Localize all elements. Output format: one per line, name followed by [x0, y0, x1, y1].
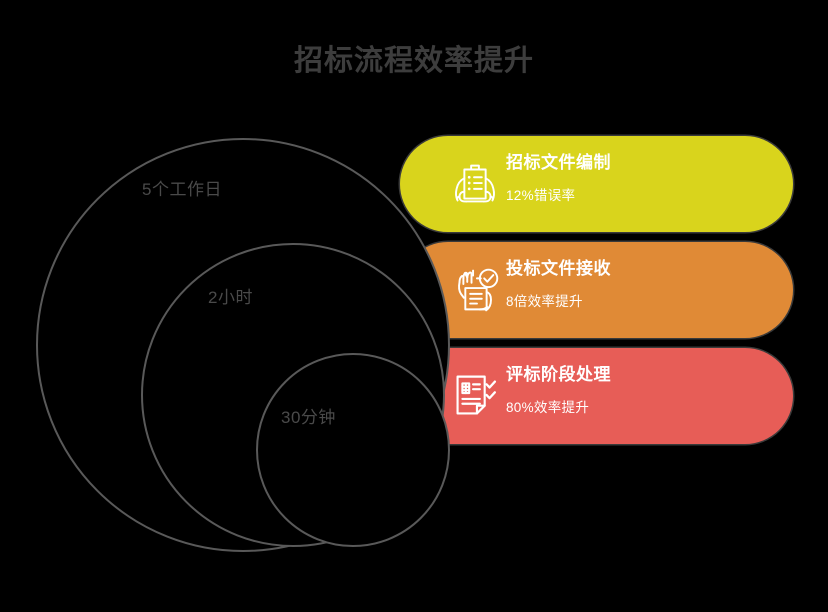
- checklist-document-icon: [444, 365, 506, 427]
- circle-outline-3[interactable]: [256, 353, 450, 547]
- bars-group: [398, 134, 795, 446]
- circle-label-1: 5个工作日: [142, 180, 222, 199]
- circle-label-3: 30分钟: [281, 408, 336, 427]
- hands-holding-document-icon: [444, 153, 506, 215]
- bar-heading-3: 评标阶段处理: [506, 365, 611, 384]
- bar-shape-3[interactable]: [400, 348, 793, 444]
- bar-subtext-2: 8倍效率提升: [506, 294, 583, 309]
- bar-heading-2: 投标文件接收: [506, 259, 611, 278]
- bar-subtext-1: 12%错误率: [506, 188, 576, 203]
- bar-heading-1: 招标文件编制: [506, 153, 611, 172]
- bar-shape-1[interactable]: [400, 136, 793, 232]
- bar-shape-2[interactable]: [400, 242, 793, 338]
- page-title: 招标流程效率提升: [293, 45, 534, 77]
- hand-document-check-icon: [444, 259, 506, 321]
- circle-label-2: 2小时: [208, 288, 253, 307]
- bar-subtext-3: 80%效率提升: [506, 400, 590, 415]
- circles-group: [36, 138, 450, 552]
